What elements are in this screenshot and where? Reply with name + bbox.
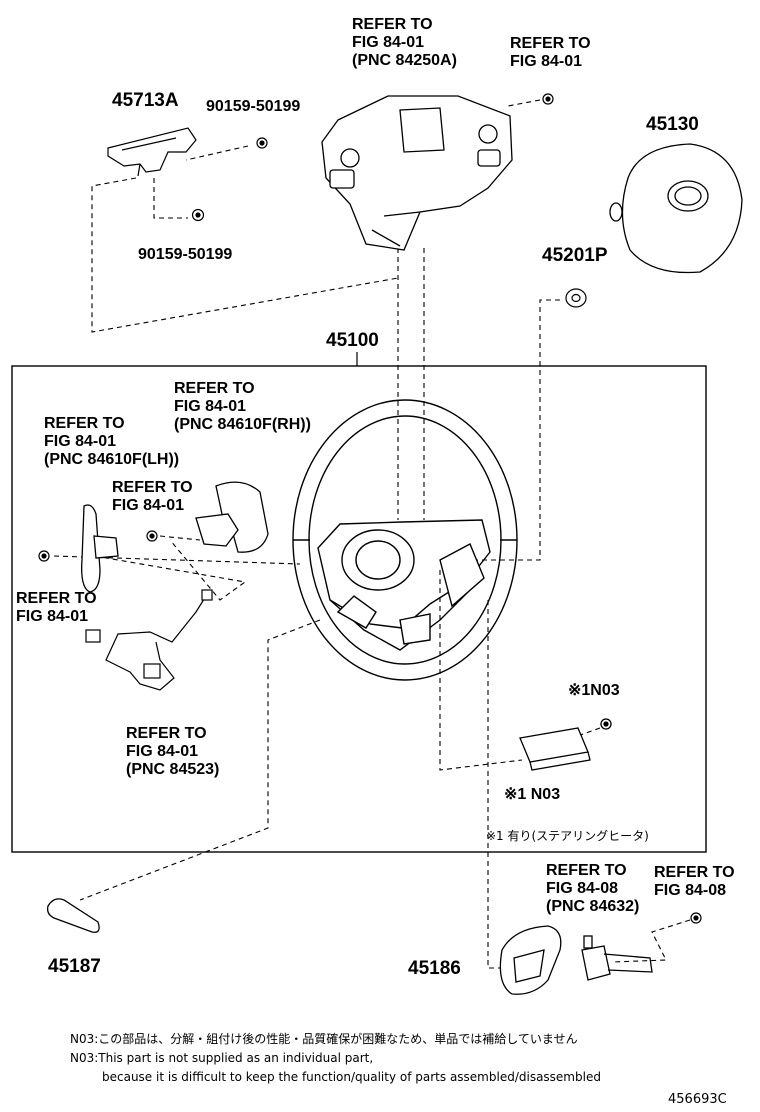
refer-label-84523: REFER TO FIG 84-01 (PNC 84523) [126, 725, 220, 778]
refer-label-left: REFER TO FIG 84-01 [16, 590, 97, 625]
footer-note-japanese: N03:この部品は、分解・組付け後の性能・品質確保が困難なため、単品では補給して… [70, 1032, 578, 1046]
bolt-90159-lower [191, 208, 205, 222]
part-number-45186: 45186 [408, 958, 461, 979]
switch-cover [321, 95, 513, 251]
part-number-45187: 45187 [48, 956, 101, 977]
paddle-shifter-lh [81, 504, 119, 593]
heater-module-n03 [519, 718, 612, 771]
refer-label-84610f-lh: REFER TO FIG 84-01 (PNC 84610F(LH)) [44, 415, 180, 468]
bracket-45713a [107, 127, 197, 177]
footer-note-english-1: N03:This part is not supplied as an indi… [70, 1051, 374, 1065]
switch-84632 [581, 935, 653, 981]
bolt-90159-upper [256, 137, 268, 149]
bolt-top-right [542, 93, 554, 105]
screw-lh [38, 550, 50, 562]
assembly-frame [11, 365, 707, 853]
figure-id: 456693C [668, 1092, 727, 1107]
part-number-n03-upper: ※1N03 [568, 682, 620, 699]
refer-label-84632: REFER TO FIG 84-08 (PNC 84632) [546, 862, 640, 915]
cover-45186 [499, 925, 562, 995]
part-number-45130: 45130 [646, 114, 699, 135]
part-number-45713a: 45713A [112, 90, 179, 111]
part-number-45201p: 45201P [542, 245, 608, 266]
refer-label-top-right: REFER TO FIG 84-01 [510, 35, 591, 70]
screw-84-08 [690, 912, 702, 924]
refer-label-84-08: REFER TO FIG 84-08 [654, 864, 735, 899]
steering-wheel [292, 399, 518, 681]
screw-mid [146, 530, 158, 542]
part-number-90159-lower: 90159-50199 [138, 246, 233, 263]
part-number-90159-upper: 90159-50199 [206, 98, 301, 115]
airbag-45130 [609, 143, 743, 274]
nut-45201p [565, 288, 587, 308]
cover-45187 [46, 898, 100, 933]
part-number-45100: 45100 [326, 330, 379, 351]
heater-note: ※1 有り(ステアリングヒータ) [486, 829, 649, 843]
wire-harness [85, 589, 213, 691]
footer-note-english-2: because it is difficult to keep the func… [102, 1070, 601, 1084]
paddle-shifter-rh [195, 481, 269, 553]
refer-label-84610f-rh: REFER TO FIG 84-01 (PNC 84610F(RH)) [174, 380, 311, 433]
refer-label-84250a: REFER TO FIG 84-01 (PNC 84250A) [352, 16, 457, 69]
dashed-leaders [53, 99, 691, 969]
refer-label-mid: REFER TO FIG 84-01 [112, 479, 193, 514]
part-number-n03-lower: ※1 N03 [504, 786, 561, 803]
